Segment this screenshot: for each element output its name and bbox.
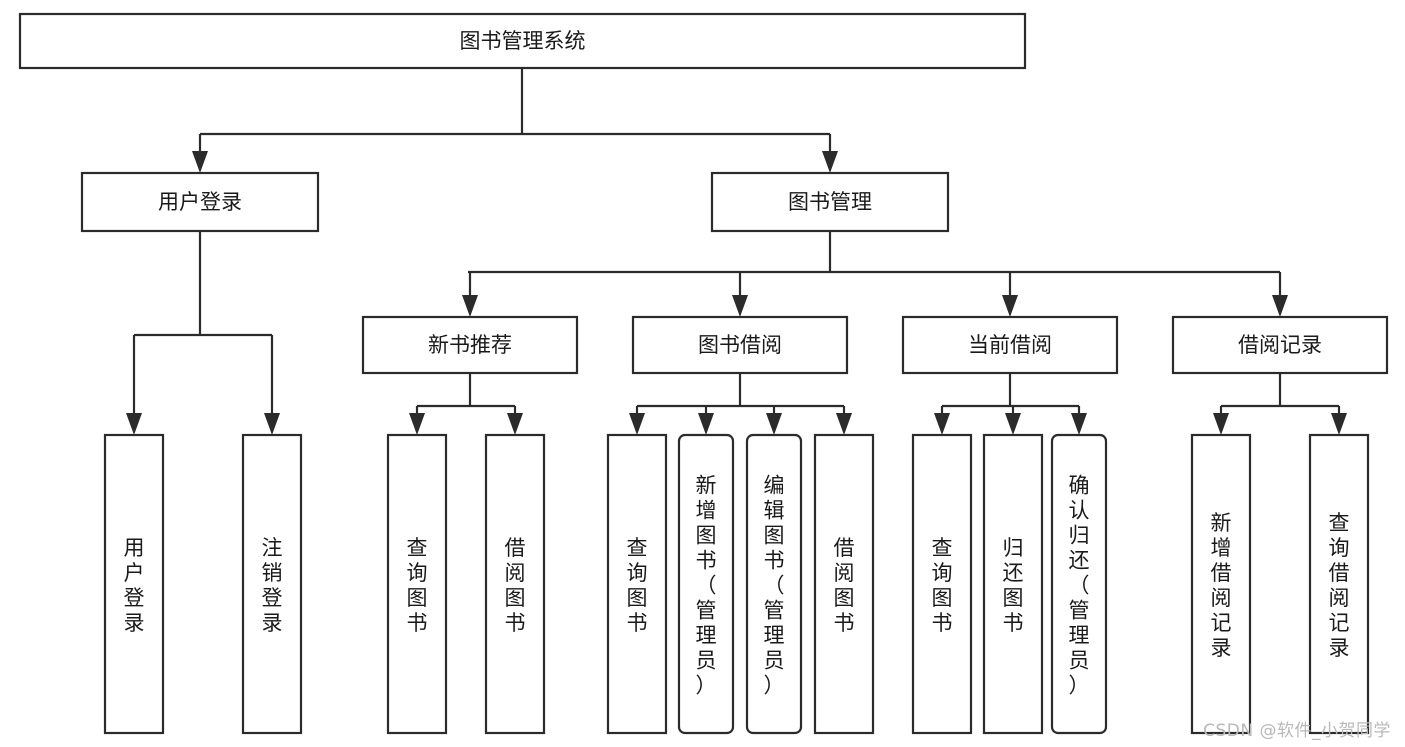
arrow-head-icon-leaf-bo-add [698, 413, 714, 435]
node-label-current: 当前借阅 [968, 333, 1052, 357]
node-leaf-nb-query[interactable]: 查询图书 [386, 433, 448, 735]
node-label-leaf-cu-confirm: 确认归还（管理员） [1069, 474, 1090, 698]
arrow-head-icon-leaf-bo-borrow [836, 413, 852, 435]
node-leaf-user-login[interactable]: 用户登录 [103, 433, 165, 735]
node-box-login[interactable] [80, 171, 320, 233]
node-box-leaf-re-query[interactable] [1308, 433, 1370, 735]
node-box-leaf-user-login[interactable] [103, 433, 165, 735]
node-box-leaf-bo-borrow[interactable] [813, 433, 875, 735]
node-box-leaf-re-add[interactable] [1190, 433, 1252, 735]
node-box-leaf-bo-edit[interactable] [745, 433, 803, 735]
node-box-bookmgmt[interactable] [710, 171, 950, 233]
node-login[interactable]: 用户登录 [80, 171, 320, 233]
node-leaf-cu-query[interactable]: 查询图书 [911, 433, 973, 735]
connector-layer [126, 68, 1347, 435]
node-leaf-re-add[interactable]: 新增借阅记录 [1190, 433, 1252, 735]
node-label-leaf-user-login: 用户登录 [124, 536, 145, 635]
node-label-login: 用户登录 [158, 190, 242, 214]
node-label-leaf-bo-query: 查询图书 [627, 536, 648, 635]
node-borrow[interactable]: 图书借阅 [631, 315, 849, 375]
node-box-records[interactable] [1171, 315, 1389, 375]
arrow-head-icon-leaf-re-add [1213, 413, 1229, 435]
arrow-head-icon-leaf-nb-query [409, 413, 425, 435]
node-label-leaf-re-add: 新增借阅记录 [1211, 511, 1232, 660]
node-leaf-bo-add[interactable]: 新增图书（管理员） [677, 433, 735, 735]
node-leaf-nb-borrow[interactable]: 借阅图书 [484, 433, 546, 735]
node-label-leaf-nb-query: 查询图书 [407, 536, 428, 635]
node-box-leaf-nb-query[interactable] [386, 433, 448, 735]
node-current[interactable]: 当前借阅 [901, 315, 1119, 375]
node-label-newbook: 新书推荐 [428, 333, 512, 357]
node-leaf-bo-edit[interactable]: 编辑图书（管理员） [745, 433, 803, 735]
node-label-leaf-bo-borrow: 借阅图书 [834, 536, 855, 635]
node-leaf-cu-return[interactable]: 归还图书 [982, 433, 1044, 735]
arrow-head-icon-newbook [462, 295, 478, 317]
watermark-text: CSDN @软件_小贺同学 [1203, 721, 1391, 741]
node-records[interactable]: 借阅记录 [1171, 315, 1389, 375]
node-box-leaf-bo-add[interactable] [677, 433, 735, 735]
node-box-leaf-bo-query[interactable] [606, 433, 668, 735]
node-label-leaf-bo-edit: 编辑图书（管理员） [764, 474, 785, 698]
node-layer: 图书管理系统用户登录图书管理新书推荐图书借阅当前借阅借阅记录用户登录注销登录查询… [18, 12, 1389, 735]
node-box-newbook[interactable] [361, 315, 579, 375]
arrow-head-icon-login [192, 151, 208, 173]
arrow-head-icon-leaf-cu-query [934, 413, 950, 435]
node-label-root: 图书管理系统 [460, 29, 586, 53]
node-label-leaf-bo-add: 新增图书（管理员） [696, 474, 717, 698]
arrow-head-icon-leaf-user-login [126, 413, 142, 435]
node-label-leaf-re-query: 查询借阅记录 [1329, 511, 1350, 660]
node-root[interactable]: 图书管理系统 [18, 12, 1027, 70]
arrow-head-icon-leaf-cu-confirm [1071, 413, 1087, 435]
arrow-head-icon-records [1272, 295, 1288, 317]
arrow-head-icon-current [1002, 295, 1018, 317]
node-box-current[interactable] [901, 315, 1119, 375]
node-box-leaf-user-logout[interactable] [241, 433, 303, 735]
node-label-bookmgmt: 图书管理 [788, 190, 872, 214]
node-box-leaf-nb-borrow[interactable] [484, 433, 546, 735]
node-leaf-re-query[interactable]: 查询借阅记录 [1308, 433, 1370, 735]
arrow-head-icon-leaf-nb-borrow [507, 413, 523, 435]
node-label-leaf-cu-return: 归还图书 [1003, 536, 1024, 635]
node-label-leaf-cu-query: 查询图书 [932, 536, 953, 635]
node-box-borrow[interactable] [631, 315, 849, 375]
node-leaf-user-logout[interactable]: 注销登录 [241, 433, 303, 735]
node-box-leaf-cu-return[interactable] [982, 433, 1044, 735]
node-leaf-bo-query[interactable]: 查询图书 [606, 433, 668, 735]
node-label-borrow: 图书借阅 [698, 333, 782, 357]
node-box-leaf-cu-confirm[interactable] [1050, 433, 1108, 735]
arrow-head-icon-leaf-bo-query [629, 413, 645, 435]
arrow-head-icon-leaf-re-query [1331, 413, 1347, 435]
node-label-leaf-nb-borrow: 借阅图书 [505, 536, 526, 635]
node-box-leaf-cu-query[interactable] [911, 433, 973, 735]
arrow-head-icon-leaf-user-logout [264, 413, 280, 435]
arrow-head-icon-leaf-bo-edit [766, 413, 782, 435]
arrow-head-icon-bookmgmt [822, 151, 838, 173]
node-box-root[interactable] [18, 12, 1027, 70]
node-label-records: 借阅记录 [1238, 333, 1322, 357]
node-bookmgmt[interactable]: 图书管理 [710, 171, 950, 233]
node-leaf-cu-confirm[interactable]: 确认归还（管理员） [1050, 433, 1108, 735]
node-newbook[interactable]: 新书推荐 [361, 315, 579, 375]
arrow-head-icon-borrow [732, 295, 748, 317]
arrow-head-icon-leaf-cu-return [1005, 413, 1021, 435]
node-label-leaf-user-logout: 注销登录 [262, 536, 283, 635]
node-leaf-bo-borrow[interactable]: 借阅图书 [813, 433, 875, 735]
